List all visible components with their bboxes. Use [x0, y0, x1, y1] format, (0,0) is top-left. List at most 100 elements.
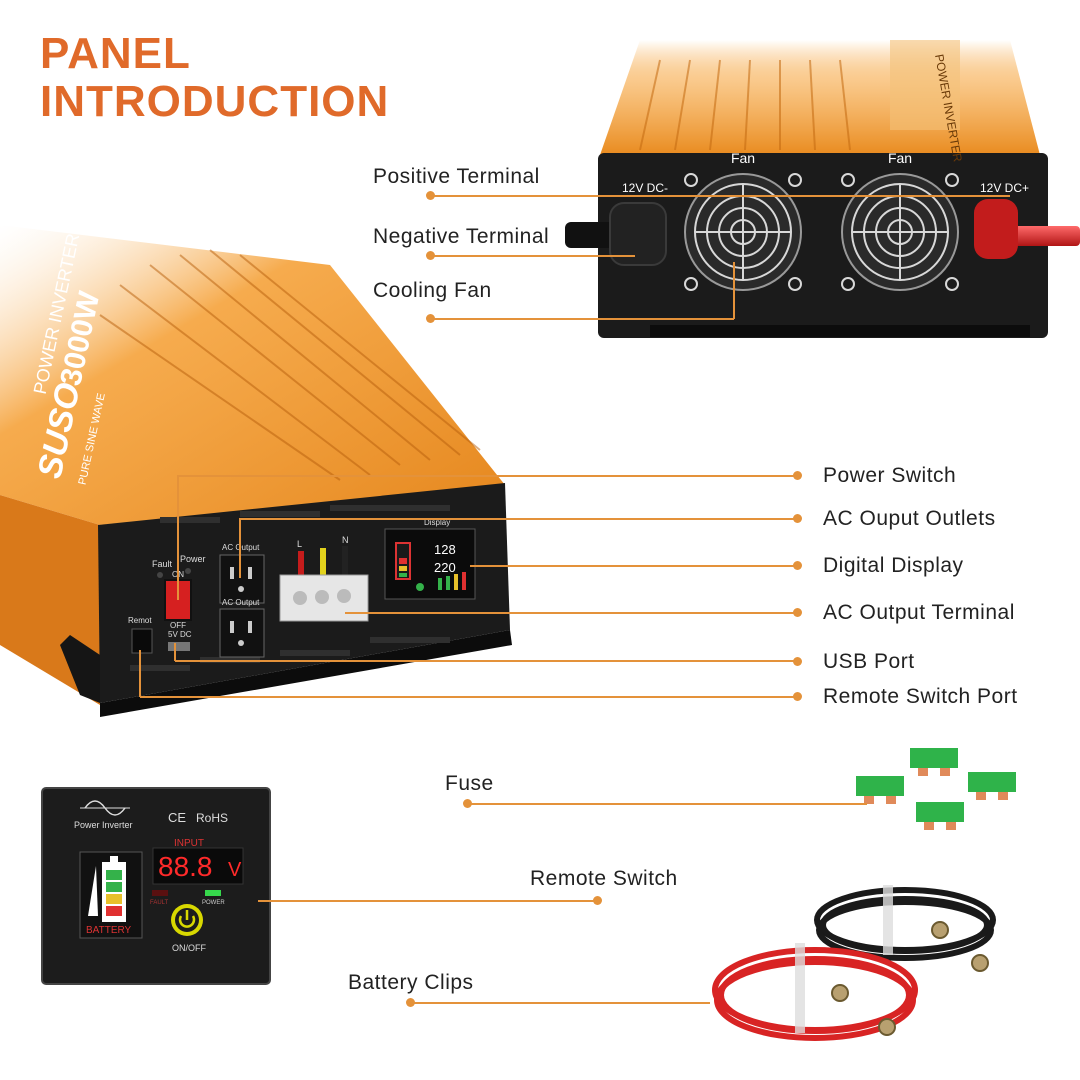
- remote-ce: CE: [168, 810, 186, 825]
- title-line-1: PANEL: [40, 29, 191, 78]
- leader-line: [410, 1002, 710, 1004]
- remote-input-label: INPUT: [174, 838, 204, 849]
- front-top-fins: [99, 249, 481, 481]
- negative-terminal-cap: [609, 202, 667, 266]
- remote-fault-label: FAULT: [150, 900, 169, 906]
- leader-dot: [793, 692, 802, 701]
- display-top-reading: 128: [434, 542, 456, 557]
- ac-output-1-label: AC Output: [222, 543, 260, 552]
- positive-terminal-label: Positive Terminal: [373, 165, 540, 188]
- positive-cable: [1000, 226, 1080, 246]
- red-ring-terminal: [831, 984, 849, 1002]
- remote-onoff-label: ON/OFF: [172, 943, 206, 953]
- leader-line: [178, 475, 796, 477]
- dc-minus-label: 12V DC-: [622, 181, 668, 195]
- fault-label: Fault: [152, 559, 173, 569]
- power-icon: [171, 904, 203, 936]
- ac-terminal-block: [279, 546, 369, 622]
- battery-cables-image: [712, 885, 996, 1041]
- front-foot: [60, 635, 100, 703]
- remote-reading: 88.8: [158, 851, 213, 882]
- power-led: [185, 568, 191, 574]
- remote-power-label: POWER: [202, 900, 225, 906]
- remote-rohs: RoHS: [196, 811, 228, 825]
- fuse-label: Fuse: [445, 772, 494, 795]
- leader-line: [239, 518, 241, 578]
- positive-terminal-cap: [974, 199, 1018, 259]
- ac-outlets-label: AC Ouput Outlets: [823, 507, 996, 530]
- terminal-n-label: N: [342, 535, 349, 545]
- dc-plus-label: 12V DC+: [980, 181, 1029, 195]
- leader-dot: [793, 514, 802, 523]
- remote-fault-led: [152, 890, 168, 896]
- remote-switch-label: Remote Switch: [530, 867, 678, 890]
- leader-dot: [793, 471, 802, 480]
- remote-unit: V: [228, 859, 242, 881]
- inverter-front-view: SUSO 3000W POWER INVERTER PURE SINE WAVE…: [0, 225, 512, 717]
- ac-outlet-2: [219, 608, 265, 658]
- display-bottom-reading: 220: [434, 560, 456, 575]
- ac-output-2-label: AC Output: [222, 598, 260, 607]
- usb-label: 5V DC: [168, 630, 192, 639]
- digital-display-label: Digital Display: [823, 554, 964, 577]
- power-switch-label: Power Switch: [823, 464, 957, 487]
- leader-line: [174, 643, 176, 661]
- inverter-rear-view: Fan Fan 12V DC- 12V DC+ POWER INVERTER: [565, 40, 1080, 338]
- negative-terminal-label: Negative Terminal: [373, 225, 550, 248]
- title-line-2: INTRODUCTION: [40, 77, 390, 126]
- usb-port-label: USB Port: [823, 650, 915, 673]
- leader-line: [240, 518, 796, 520]
- display-label: Display: [424, 518, 450, 527]
- switch-off-label: OFF: [170, 621, 186, 630]
- rear-top-fins: [639, 59, 851, 151]
- leader-line: [430, 195, 1010, 197]
- fan-right-label: Fan: [888, 150, 912, 166]
- power-label: Power: [180, 554, 206, 564]
- fuse-3: [968, 772, 1016, 800]
- leader-dot: [793, 561, 802, 570]
- rear-sticker: [890, 40, 960, 130]
- black-cable-coil: [814, 887, 996, 961]
- leader-line: [139, 650, 141, 697]
- page-title: PANEL INTRODUCTION: [40, 30, 389, 126]
- battery-icon: [79, 851, 143, 939]
- rear-top-housing: [600, 40, 1040, 155]
- leader-line: [430, 318, 734, 320]
- leader-line: [140, 696, 796, 698]
- fan-left-label: Fan: [731, 150, 755, 166]
- front-top-housing: [0, 225, 505, 525]
- leader-line: [430, 255, 635, 257]
- ac-terminal-label: AC Output Terminal: [823, 601, 1015, 624]
- terminal-l-label: L: [297, 539, 302, 549]
- cooling-fan-label: Cooling Fan: [373, 279, 492, 302]
- leader-line: [733, 262, 735, 319]
- fuse-1: [910, 748, 958, 776]
- fan-right: [841, 173, 959, 291]
- fault-led: [157, 572, 163, 578]
- remote-power-led: [205, 890, 221, 896]
- remote-port: [131, 628, 153, 654]
- remote-brand: Power Inverter: [74, 820, 133, 830]
- leader-line: [470, 565, 796, 567]
- fuses-image: [856, 748, 1016, 830]
- remote-battery-label: BATTERY: [86, 925, 132, 936]
- leader-dot: [793, 608, 802, 617]
- leader-line: [258, 900, 598, 902]
- black-ring-terminal: [931, 921, 949, 939]
- digital-display: 128 220: [384, 528, 476, 600]
- leader-dot: [793, 657, 802, 666]
- leader-line: [467, 803, 867, 805]
- leader-line: [345, 612, 796, 614]
- fan-left: [684, 173, 802, 291]
- usb-port-slot: [168, 642, 190, 651]
- remote-switch-port-label: Remote Switch Port: [823, 685, 1018, 708]
- leader-line: [175, 660, 796, 662]
- fuse-4: [916, 802, 964, 830]
- red-cable-coil: [712, 947, 918, 1041]
- fuse-2: [856, 776, 904, 804]
- remote-switch-panel: Power Inverter CE RoHS BATTERY INPUT 88.…: [41, 787, 271, 985]
- ac-outlet-1: [219, 554, 265, 604]
- battery-clips-label: Battery Clips: [348, 971, 474, 994]
- remote-port-label: Remot: [128, 616, 152, 625]
